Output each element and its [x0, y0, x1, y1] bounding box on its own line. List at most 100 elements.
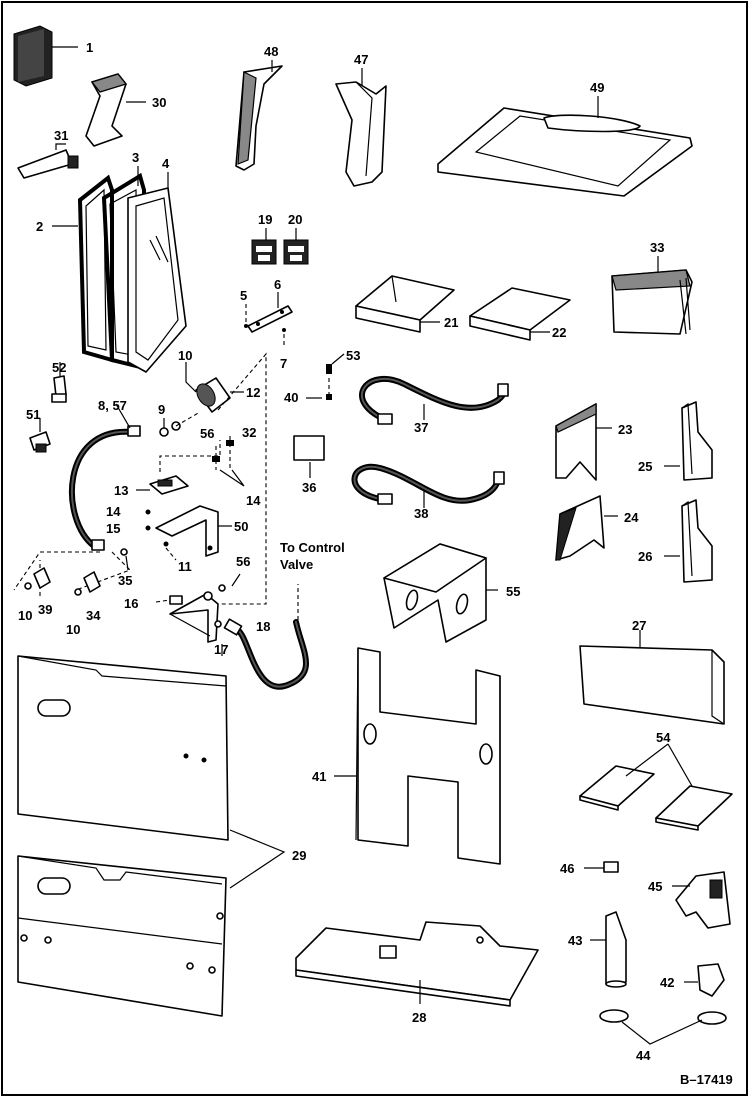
callout-p1: 1 [86, 40, 93, 55]
part-10-fitting-top [185, 362, 197, 393]
callout-p40: 40 [284, 390, 298, 405]
part-29-door-upper [17, 655, 229, 841]
callout-p42: 42 [660, 975, 674, 990]
part-44-clamp-left [599, 1009, 629, 1023]
callout-p54: 54 [656, 730, 671, 745]
part-34-fitting [74, 571, 101, 596]
part-56-fitting-lower [231, 573, 241, 587]
callout-p20: 20 [288, 212, 302, 227]
part-55-shield [383, 543, 498, 643]
part-38-hose [351, 463, 505, 508]
part-2-window-seal [52, 174, 114, 363]
part-45-bracket [672, 871, 731, 929]
part-36-pad [293, 435, 325, 478]
callout-p49: 49 [590, 80, 604, 95]
part-50-bracket [155, 505, 232, 557]
part-35-fitting [120, 548, 129, 571]
part-31-tube [17, 143, 79, 179]
part-26-post-cover [664, 499, 713, 583]
part-33-cushion [611, 256, 693, 335]
callout-p41: 41 [312, 769, 326, 784]
part-18-hose [223, 584, 309, 690]
callout-p6: 6 [274, 277, 281, 292]
callout-p44: 44 [636, 1048, 651, 1063]
callout-p39: 39 [38, 602, 52, 617]
part-12-filter [195, 377, 244, 413]
part-42-elbow [684, 963, 725, 997]
callout-p50: 50 [234, 519, 248, 534]
part-56-nut [212, 446, 220, 470]
callout-p10b: 10 [18, 608, 32, 623]
callout-p2: 2 [36, 219, 43, 234]
part-53-bolt [326, 353, 345, 374]
callout-p16: 16 [124, 596, 138, 611]
callout-p53: 53 [346, 348, 360, 363]
part-30-bracket [85, 73, 146, 147]
callout-p4: 4 [162, 156, 170, 171]
callout-p21: 21 [444, 315, 458, 330]
part-54-leaders [625, 743, 693, 787]
part-13-mount [136, 475, 189, 495]
part-21-seat-pad [355, 275, 455, 333]
callout-p37: 37 [414, 420, 428, 435]
callout-p55: 55 [506, 584, 520, 599]
part-7-nut [282, 328, 286, 346]
part-40-washer [306, 378, 332, 400]
part-19-decal [251, 228, 277, 265]
part-24-side-panel [555, 495, 618, 561]
part-1-box [13, 25, 78, 87]
callout-p19: 19 [258, 212, 272, 227]
callout-p34: 34 [86, 608, 101, 623]
part-20-decal [283, 228, 309, 265]
part-16-bolt [155, 595, 183, 605]
control-valve-note-line1: To Control [280, 540, 345, 555]
callout-p22: 22 [552, 325, 566, 340]
callout-p3: 3 [132, 150, 139, 165]
callout-p29: 29 [292, 848, 306, 863]
part-44-clamp-right [697, 1011, 727, 1025]
callout-p12: 12 [246, 385, 260, 400]
part-27-panel [579, 630, 725, 725]
part-43-exhaust-pipe [590, 911, 627, 988]
part-6-bracket-plate [247, 292, 293, 333]
part-48-trim [235, 60, 283, 171]
callout-p15: 15 [106, 521, 120, 536]
callout-p10a: 10 [178, 348, 192, 363]
part-5-screw [244, 304, 248, 328]
callout-p48: 48 [264, 44, 278, 59]
part-4-window-glass [127, 172, 187, 373]
callout-p14b: 14 [106, 504, 121, 519]
callout-p24: 24 [624, 510, 639, 525]
part-46-screw [584, 861, 619, 873]
callout-p47: 47 [354, 52, 368, 67]
callout-p32: 32 [242, 425, 256, 440]
callout-p31: 31 [54, 128, 68, 143]
callout-p43: 43 [568, 933, 582, 948]
callout-p14a: 14 [246, 493, 261, 508]
part-25-post-cover [664, 401, 713, 481]
callout-p23: 23 [618, 422, 632, 437]
part-15-bolt [145, 525, 151, 531]
callout-p13: 13 [114, 483, 128, 498]
callout-p18: 18 [256, 619, 270, 634]
part-41-floor-panel [334, 647, 501, 865]
callout-p36: 36 [302, 480, 316, 495]
callout-p10c: 10 [66, 622, 80, 637]
callout-p56a: 56 [200, 426, 214, 441]
part-28-floor-plate [295, 921, 539, 1007]
figure-code: B–17419 [680, 1072, 733, 1087]
part-51-fitting [29, 418, 51, 453]
callout-p38: 38 [414, 506, 428, 521]
callout-p27: 27 [632, 618, 646, 633]
part-54-mat-right [655, 785, 733, 831]
part-23-side-panel [555, 402, 612, 481]
callout-p28: 28 [412, 1010, 426, 1025]
part-32-bolt [226, 436, 234, 470]
callout-p35: 35 [118, 573, 132, 588]
callout-p5: 5 [240, 288, 247, 303]
callout-p8: 8, 57 [98, 398, 127, 413]
callout-p33: 33 [650, 240, 664, 255]
callout-p11: 11 [178, 559, 192, 574]
